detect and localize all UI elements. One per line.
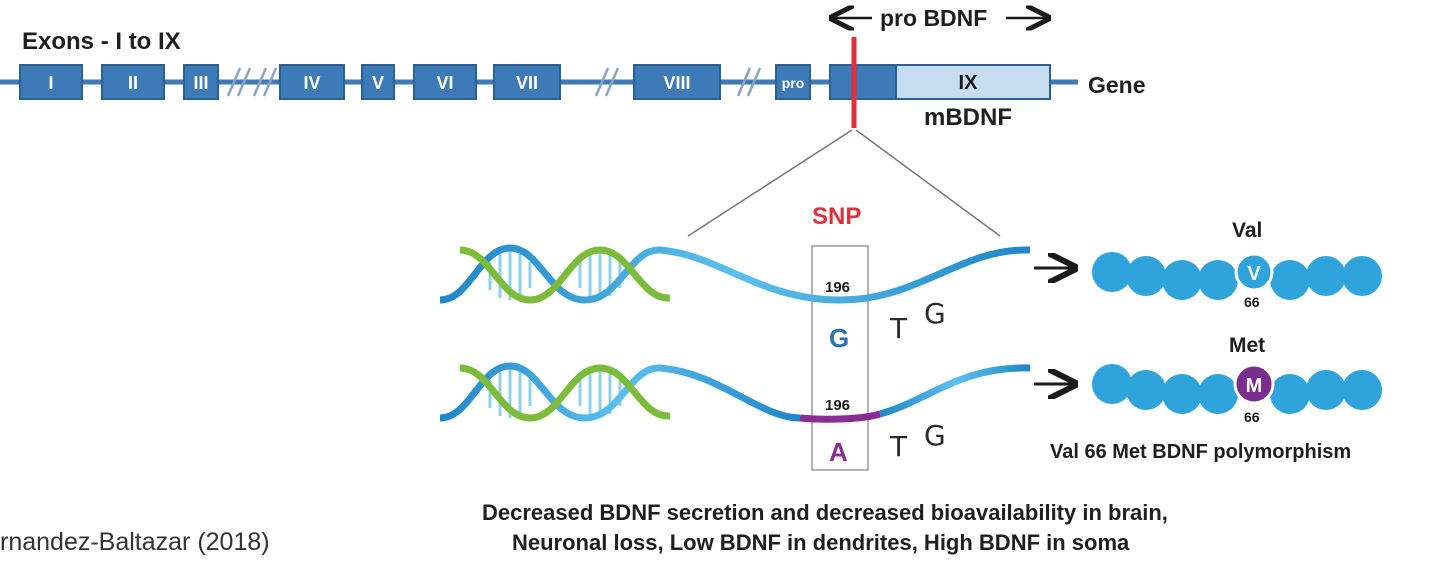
protein-position-2: 66 bbox=[1244, 409, 1260, 425]
exon-box-ix-coding bbox=[829, 64, 897, 100]
protein-position-1: 66 bbox=[1244, 294, 1260, 310]
exon-label: VII bbox=[516, 73, 538, 93]
snp-position-1: 196 bbox=[825, 279, 851, 296]
exon-label: I bbox=[48, 73, 53, 93]
exon-box bbox=[101, 64, 165, 100]
exon-box bbox=[183, 64, 219, 100]
exon-label: VIII bbox=[663, 73, 690, 93]
dna-helix-2 bbox=[439, 362, 1031, 423]
allele-g: G bbox=[829, 323, 850, 353]
exon-label: pro bbox=[782, 75, 805, 91]
codon-1-g: G bbox=[924, 297, 946, 330]
exon-label: IX bbox=[959, 72, 979, 94]
citation: rnandez-Baltazar (2018) bbox=[0, 528, 270, 556]
gene-label: Gene bbox=[1088, 72, 1146, 98]
exon-label: II bbox=[128, 73, 138, 93]
effects-text: Decreased BDNF secretion and decreased b… bbox=[482, 498, 1168, 558]
zoom-line-left bbox=[687, 129, 853, 237]
codon-1-t: T bbox=[890, 312, 908, 345]
met-bead bbox=[1233, 363, 1275, 405]
snp-label: SNP bbox=[812, 203, 862, 230]
exon-box bbox=[361, 64, 395, 100]
mbdnf-label: mBDNF bbox=[924, 104, 1012, 131]
val-letter: V bbox=[1247, 263, 1261, 285]
exon-box bbox=[19, 64, 83, 100]
exon-label: IV bbox=[303, 73, 320, 93]
exon-group bbox=[19, 64, 1051, 100]
zoom-line-right bbox=[855, 129, 1001, 237]
val-bead bbox=[1234, 252, 1274, 292]
polymorphism-label: Val 66 Met BDNF polymorphism bbox=[1050, 441, 1352, 463]
effects-line-1: Decreased BDNF secretion and decreased b… bbox=[482, 500, 1168, 525]
snp-position-2: 196 bbox=[825, 397, 851, 414]
exon-box-ix bbox=[895, 64, 1051, 100]
met-label: Met bbox=[1229, 334, 1266, 357]
exon-label: VI bbox=[436, 73, 453, 93]
val-label: Val bbox=[1232, 219, 1263, 242]
break-marks bbox=[226, 67, 762, 97]
exon-label: V bbox=[372, 73, 384, 93]
exon-box bbox=[633, 64, 721, 100]
met-letter: M bbox=[1246, 375, 1263, 397]
protein-chain-val bbox=[1092, 252, 1382, 300]
codon-2-g: G bbox=[924, 419, 946, 452]
codon-2-t: T bbox=[890, 430, 908, 463]
exon-label: III bbox=[193, 73, 208, 93]
protein-chain-met bbox=[1092, 363, 1382, 414]
exon-box bbox=[493, 64, 561, 100]
exons-title: Exons - I to IX bbox=[22, 28, 181, 55]
exon-labels: I II III IV V VI VII VIII pro IX bbox=[48, 72, 978, 94]
exon-box bbox=[413, 64, 477, 100]
exon-box bbox=[775, 64, 811, 100]
pro-bdnf-label: pro BDNF bbox=[880, 5, 988, 31]
dna-helix-1 bbox=[439, 244, 1031, 304]
allele-a: A bbox=[829, 437, 848, 467]
effects-line-2: Neuronal loss, Low BDNF in dendrites, Hi… bbox=[512, 530, 1130, 555]
exon-box bbox=[279, 64, 345, 100]
snp-box bbox=[811, 245, 869, 471]
